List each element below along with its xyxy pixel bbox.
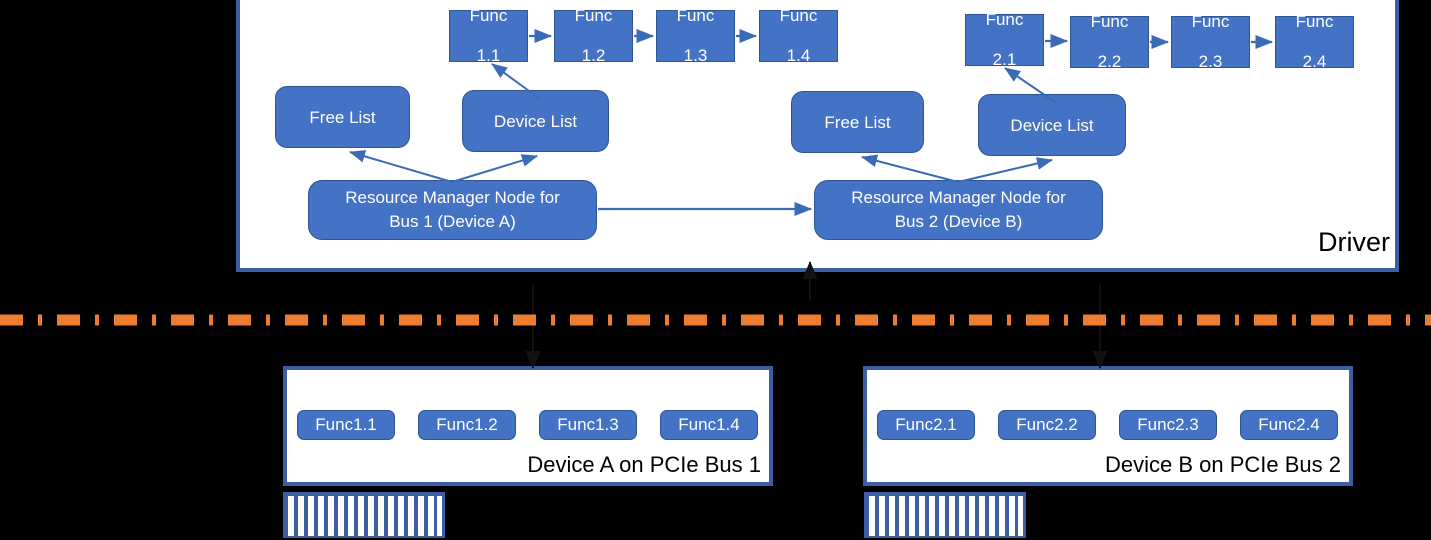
- bus2-resource-manager-line2: Bus 2 (Device B): [894, 212, 1023, 231]
- bus2-resource-manager-line1: Resource Manager Node for: [851, 188, 1066, 207]
- device-b-func-4-label: Func2.4: [1258, 415, 1320, 434]
- device-b-func-4[interactable]: Func2.4: [1240, 410, 1338, 440]
- bus1-resource-manager-line2: Bus 1 (Device A): [389, 212, 516, 231]
- device-a-label: Device A on PCIe Bus 1: [527, 452, 761, 477]
- driver-func-1-4-line1: Func: [779, 6, 818, 25]
- driver-func-1-3-line2: 1.3: [683, 46, 708, 65]
- driver-func-1-1[interactable]: Func 1.1: [449, 6, 528, 65]
- device-b-func-1-label: Func2.1: [895, 415, 957, 434]
- device-a-func-1[interactable]: Func1.1: [297, 410, 395, 440]
- driver-func-1-4-line2: 1.4: [786, 46, 811, 65]
- bus1-free-list-label: Free List: [309, 107, 376, 127]
- driver-func-2-2-line2: 2.2: [1097, 52, 1122, 71]
- device-b-label: Device B on PCIe Bus 2: [1104, 452, 1341, 477]
- driver-func-2-3-line2: 2.3: [1198, 52, 1223, 71]
- driver-func-2-2-line1: Func: [1090, 12, 1129, 31]
- device-b-func-1[interactable]: Func2.1: [877, 410, 975, 440]
- driver-func-1-1-line2: 1.1: [476, 46, 501, 65]
- driver-func-2-4-line1: Func: [1295, 12, 1334, 31]
- driver-func-1-3[interactable]: Func 1.3: [656, 6, 735, 65]
- device-b-edge-connector: [864, 492, 1026, 538]
- device-a-func-4[interactable]: Func1.4: [660, 410, 758, 440]
- driver-func-2-3[interactable]: Func 2.3: [1171, 12, 1250, 71]
- device-b-func-2-label: Func2.2: [1016, 415, 1078, 434]
- driver-func-2-1-line1: Func: [985, 10, 1024, 29]
- driver-func-2-1[interactable]: Func 2.1: [965, 10, 1044, 69]
- bus1-resource-manager-line1: Resource Manager Node for: [345, 188, 560, 207]
- driver-func-2-1-line2: 2.1: [992, 50, 1017, 69]
- device-b-func-2[interactable]: Func2.2: [998, 410, 1096, 440]
- device-a-container: Func1.1 Func1.2 Func1.3 Func1.4 Device A…: [283, 366, 773, 486]
- driver-func-1-2-line2: 1.2: [581, 46, 606, 65]
- bus1-device-list-label: Device List: [493, 111, 578, 131]
- device-a-func-4-label: Func1.4: [678, 415, 740, 434]
- driver-func-1-4[interactable]: Func 1.4: [759, 6, 838, 65]
- device-a-func-3[interactable]: Func1.3: [539, 410, 637, 440]
- device-a-func-3-label: Func1.3: [557, 415, 619, 434]
- device-a-func-2[interactable]: Func1.2: [418, 410, 516, 440]
- driver-func-1-2[interactable]: Func 1.2: [554, 6, 633, 65]
- driver-func-2-3-line1: Func: [1191, 12, 1230, 31]
- bus2-device-list-node[interactable]: Device List: [978, 94, 1126, 156]
- driver-func-2-4[interactable]: Func 2.4: [1275, 12, 1354, 71]
- driver-func-1-1-line1: Func: [469, 6, 508, 25]
- driver-label: Driver: [1318, 227, 1390, 257]
- device-a-func-2-label: Func1.2: [436, 415, 498, 434]
- device-b-container: Func2.1 Func2.2 Func2.3 Func2.4 Device B…: [863, 366, 1353, 486]
- device-b-func-3-label: Func2.3: [1137, 415, 1199, 434]
- device-a-edge-connector: [283, 492, 445, 538]
- driver-func-1-2-line1: Func: [574, 6, 613, 25]
- bus1-free-list-node[interactable]: Free List: [275, 86, 410, 148]
- device-a-func-1-label: Func1.1: [315, 415, 377, 434]
- driver-func-2-4-line2: 2.4: [1302, 52, 1327, 71]
- device-b-func-3[interactable]: Func2.3: [1119, 410, 1217, 440]
- bus2-free-list-node[interactable]: Free List: [791, 91, 924, 153]
- driver-func-1-3-line1: Func: [676, 6, 715, 25]
- driver-func-2-2[interactable]: Func 2.2: [1070, 12, 1149, 71]
- bus2-device-list-label: Device List: [1010, 115, 1094, 135]
- bus2-free-list-label: Free List: [824, 112, 891, 132]
- bus1-device-list-node[interactable]: Device List: [462, 90, 609, 152]
